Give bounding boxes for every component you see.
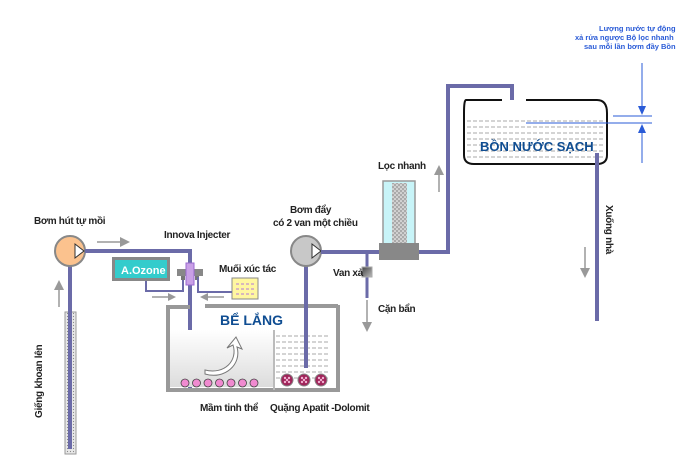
catalyst-salt-label: Muối xúc tác [219,263,277,275]
booster-pump-label-1: Bơm đẩy [290,204,332,216]
sludge-label: Cặn bẩn [378,303,416,315]
fast-filter-label: Lọc nhanh [378,161,426,172]
booster-pump [290,235,322,267]
flow-arrow-right-1 [97,237,130,247]
suction-pump [54,235,86,267]
flow-arrow-up-filter [434,165,444,192]
to-house-label: Xuống nhà [603,205,615,255]
suction-pump-label: Bơm hút tự mồi [34,215,106,227]
ore-label: Quặng Apatit -Dolomit [270,403,370,414]
flow-arrow-right-2 [152,293,176,301]
note-line-1: Lượng nước tự động [599,24,676,33]
clean-water-tank [463,99,608,165]
seed-crystal-label: Mầm tinh thể [200,402,259,414]
booster-pump-label-2: có 2 van một chiều [273,217,358,229]
seed-crystal [249,378,259,388]
seed-crystal [180,378,190,388]
flow-arrow-down-house [580,247,590,278]
ore-ball [280,373,294,387]
seed-crystal [203,378,213,388]
note-line-3: sau mỗi lần bơm đầy Bồn [584,42,676,51]
swirl-arrow-icon [204,336,244,376]
flow-arrow-down-sludge [362,300,372,332]
pipe-filter-to-tank [419,84,514,254]
injector-label: Innova Injecter [164,230,230,241]
ozone-label: A.Ozone [121,265,166,277]
seed-crystal [192,378,201,388]
ozone-generator [112,257,170,281]
ore-ball [314,373,328,387]
catalyst-salt-container [231,277,259,300]
drain-valve-label: Van xả [333,268,364,279]
note-line-2: xả rửa ngược Bộ lọc nhanh [575,33,674,42]
drain-valve[interactable] [361,266,373,278]
injector [177,262,203,286]
settling-tank [166,304,340,392]
fast-filter [379,180,419,260]
flow-arrow-up-well [54,280,64,307]
seed-crystal [215,378,224,388]
seed-crystal [238,378,247,388]
pipe-salt-to-injector [197,277,232,293]
flow-arrow-left-1 [200,293,224,301]
settling-tank-label: BỂ LẮNG [220,311,283,328]
pipe-ozone-to-injector [145,277,184,292]
clean-tank-label: BỒN NƯỚC SẠCH [480,139,594,154]
ore-ball [297,373,311,387]
borehole-label: Giếng khoan lên [33,345,45,418]
seed-crystal [226,378,236,388]
seed-crystals [180,378,259,388]
ore-balls [280,373,328,387]
backwash-level-indicator [526,63,652,163]
